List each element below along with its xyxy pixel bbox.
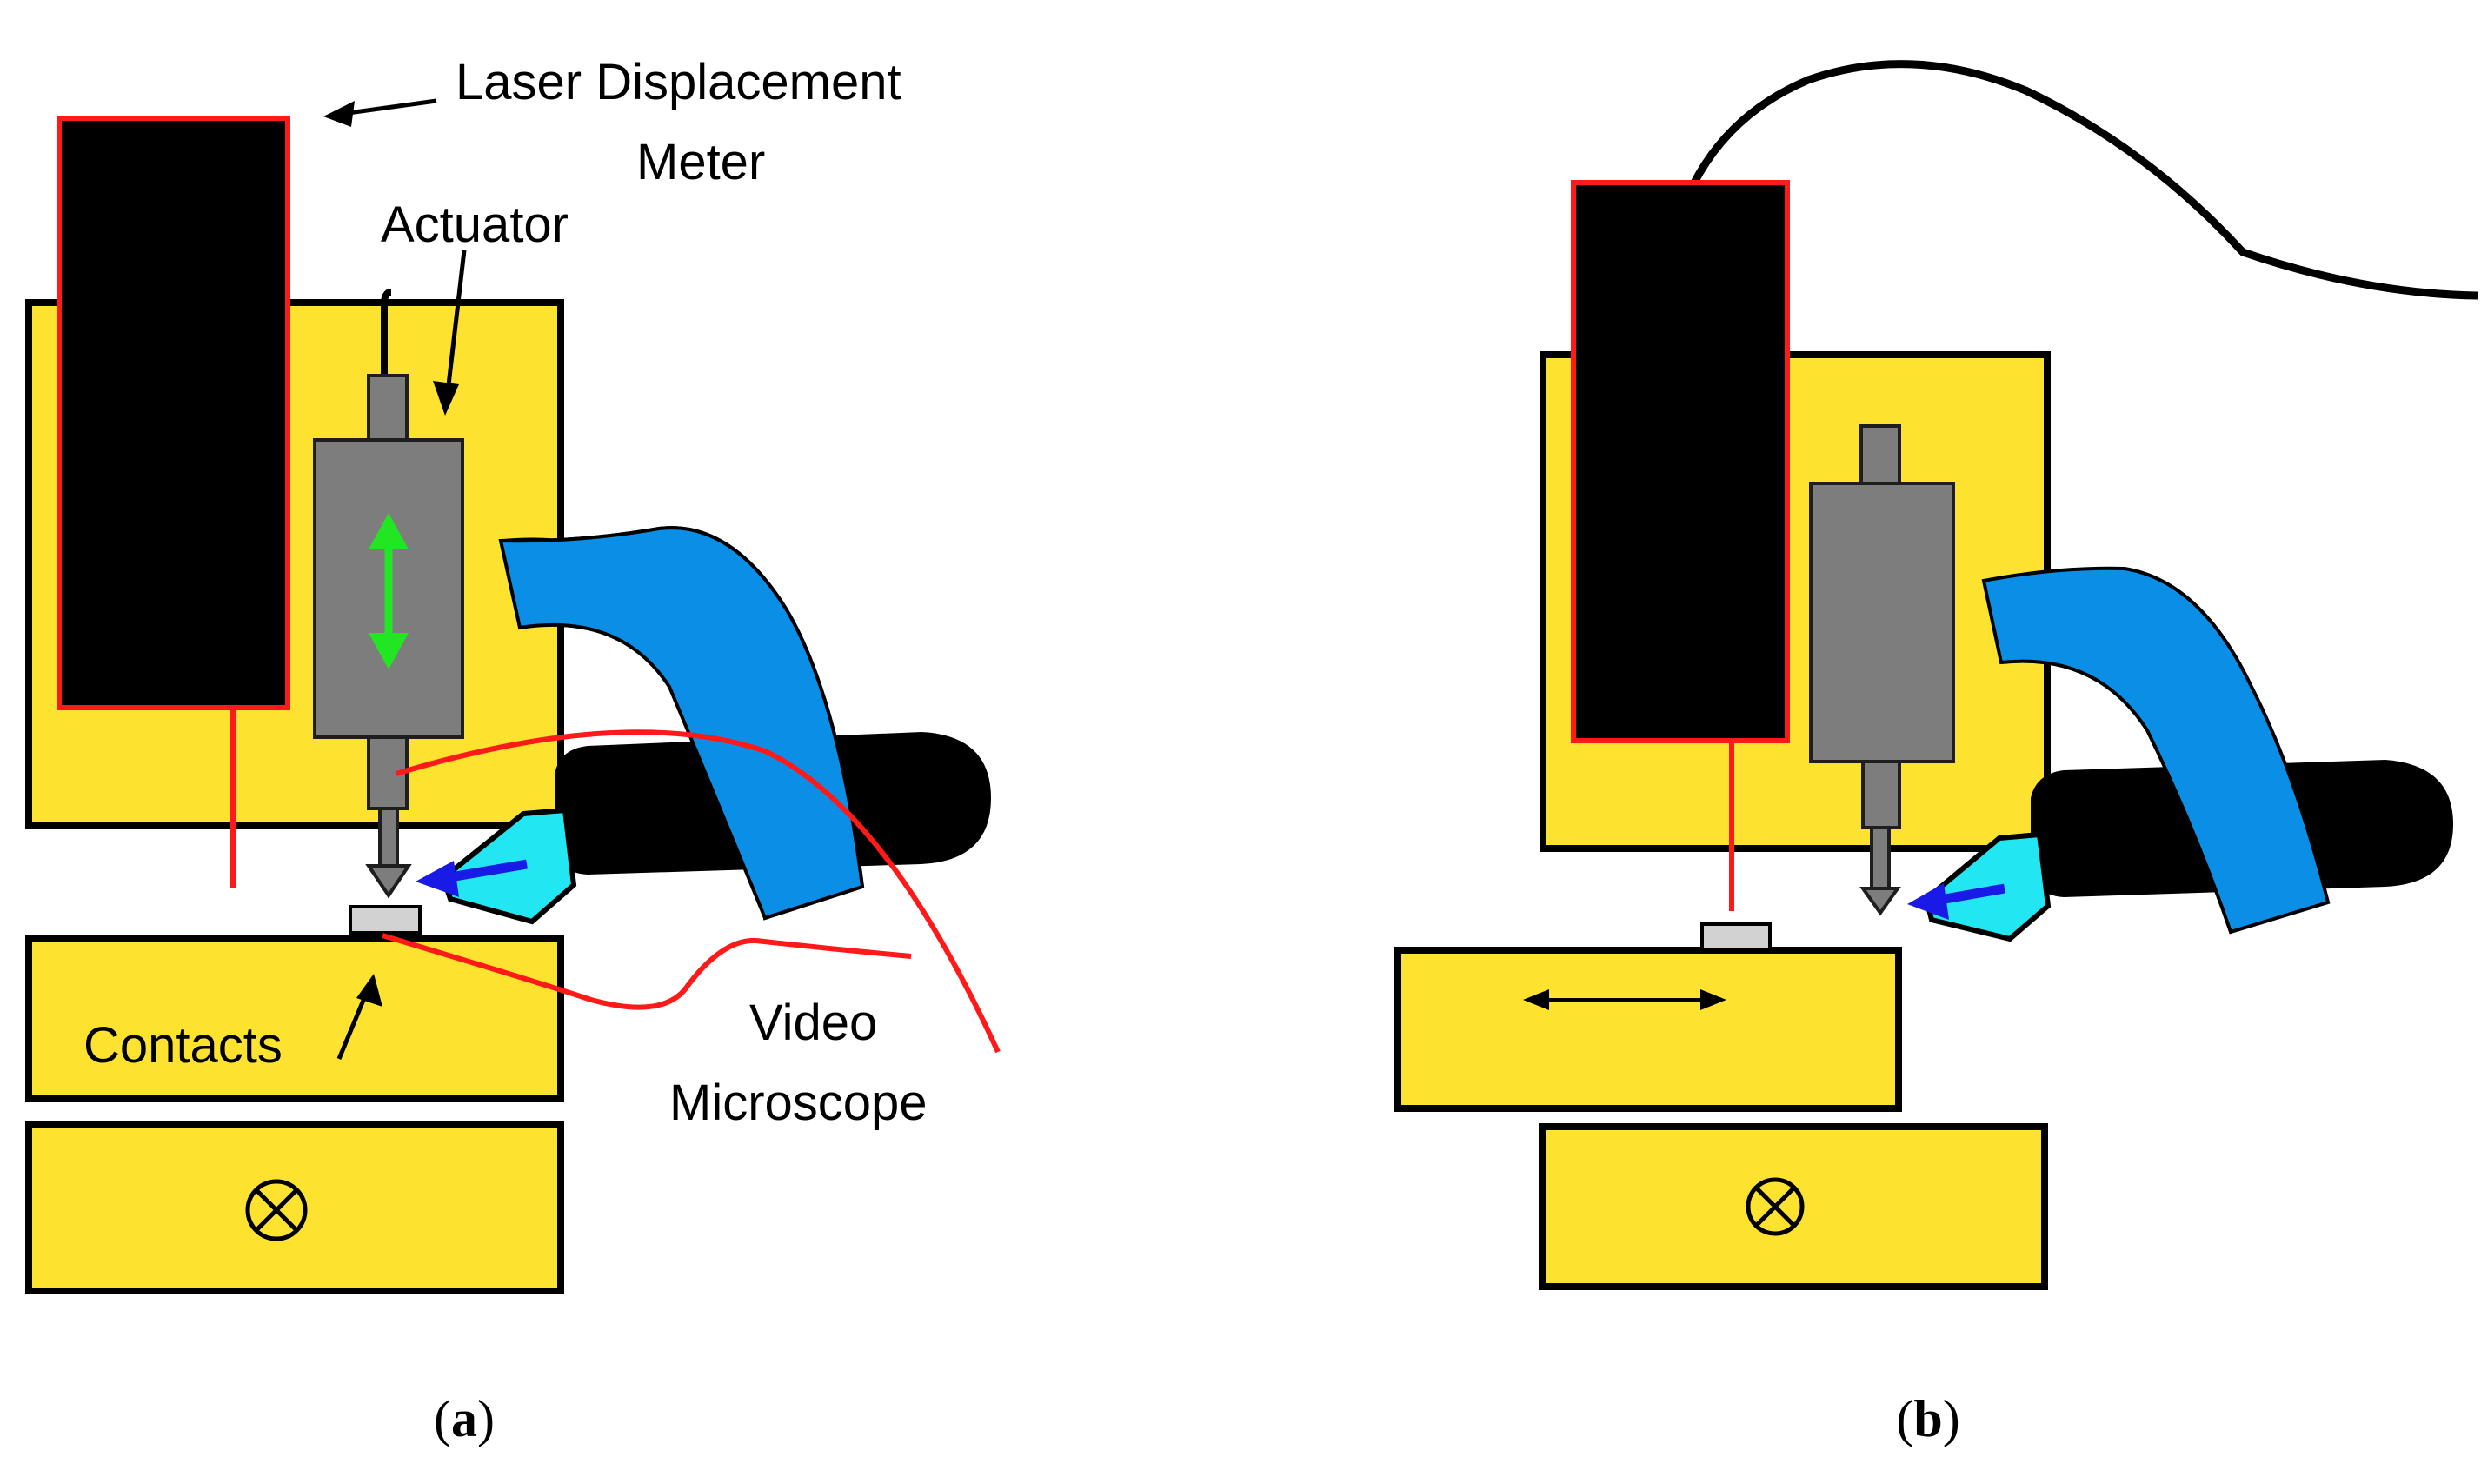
b-middle-stage: [1394, 947, 1902, 1112]
b-laser-displacement-meter: [1571, 180, 1790, 743]
a-contacts-pointer-arrow-icon: [336, 974, 382, 1060]
a-laser-pointer-arrow-icon: [323, 98, 437, 127]
b-actuator-top-rod: [1859, 424, 1901, 485]
b-contact-sample: [1700, 922, 1772, 952]
a-label-video-line1: Video: [749, 995, 877, 1051]
b-light-guide: [1981, 566, 2331, 935]
a-probe-shaft: [378, 807, 399, 868]
b-view-arrow-icon: [1907, 883, 2005, 920]
b-bottom-stage: [1539, 1123, 2048, 1290]
a-actuator-pointer-arrow-icon: [433, 250, 467, 416]
a-vertical-motion-arrow-icon: [369, 513, 409, 669]
a-contact-sample: [349, 905, 422, 935]
a-probe-tip: [365, 864, 412, 899]
b-laser-cable: [1689, 60, 2478, 300]
a-laser-displacement-meter: [57, 116, 290, 710]
panel-a: Laser Displacement Meter Actuator Contac…: [25, 54, 1001, 1447]
b-actuator-body: [1809, 482, 1955, 763]
b-probe-tip: [1859, 887, 1901, 916]
a-bottom-stage: [25, 1121, 564, 1294]
a-wire-probe: [396, 729, 1001, 1054]
a-actuator-top-rod: [367, 374, 409, 442]
b-double-arrow-icon: [1523, 989, 1726, 1010]
b-probe-shaft: [1870, 826, 1891, 890]
b-circle-x-icon: [1746, 1177, 1805, 1236]
a-label-actuator: Actuator: [381, 196, 569, 253]
b-caption: (b): [1896, 1390, 1959, 1447]
a-label-contacts: Contacts: [83, 1017, 283, 1074]
b-actuator-bottom-rod: [1861, 760, 1901, 829]
a-wire-contact: [382, 933, 912, 1010]
a-actuator-cable: [381, 289, 392, 376]
a-circle-x-icon: [245, 1179, 308, 1241]
a-label-laser-line2: Meter: [636, 134, 765, 190]
a-caption: (a): [434, 1390, 495, 1447]
a-label-laser-line1: Laser Displacement: [456, 54, 901, 110]
panel-b: (b): [1394, 60, 2478, 1447]
a-view-arrow-icon: [416, 859, 528, 897]
a-label-video-line2: Microscope: [669, 1075, 928, 1131]
